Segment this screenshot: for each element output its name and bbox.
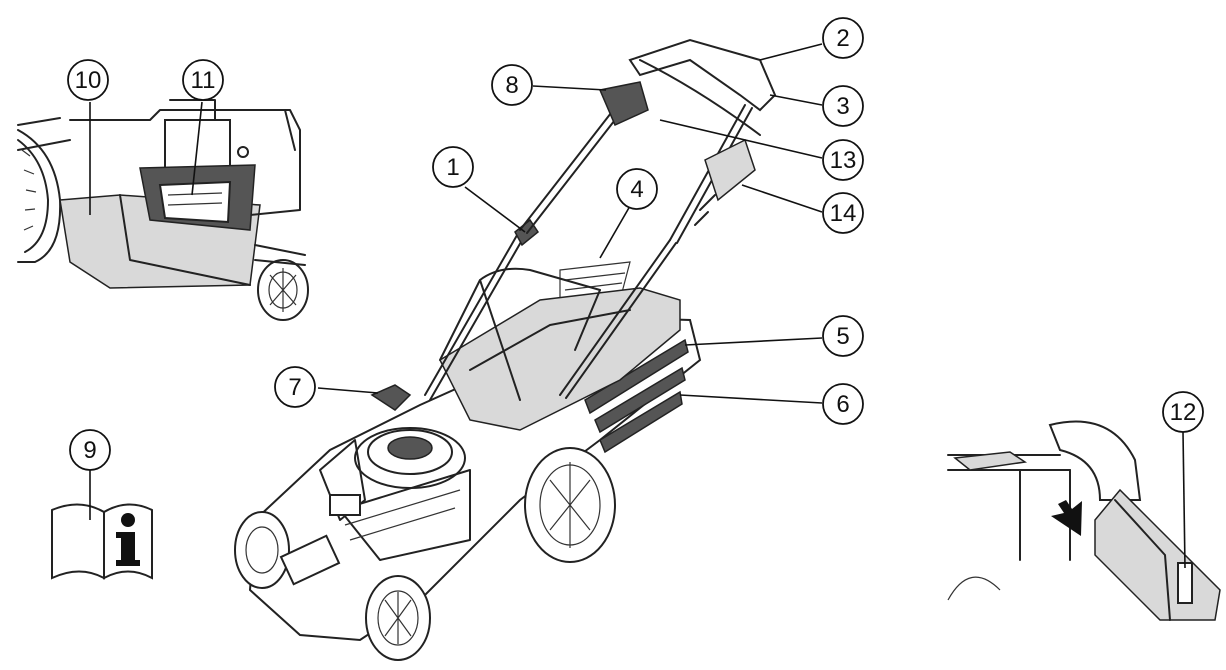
callout-14-label: 14 — [830, 200, 857, 227]
front-right-wheel — [366, 576, 430, 660]
callout-8: 8 — [492, 65, 532, 105]
callout-1: 1 — [433, 147, 473, 187]
drive-control — [705, 140, 755, 200]
grass-bag — [440, 288, 680, 430]
callout-10-label: 10 — [75, 67, 102, 94]
callout-13: 13 — [823, 140, 863, 180]
callout-11-label: 11 — [191, 67, 216, 94]
callout-6: 6 — [823, 384, 863, 424]
callout-4: 4 — [617, 169, 657, 209]
callout-5-label: 5 — [836, 323, 849, 350]
rear-wheel — [525, 448, 615, 562]
callout-3-label: 3 — [836, 93, 849, 120]
callout-13-label: 13 — [830, 147, 857, 174]
callout-9: 9 — [70, 430, 110, 470]
callout-12-label: 12 — [1170, 399, 1197, 426]
callout-7: 7 — [275, 367, 315, 407]
manual-info-icon — [52, 504, 152, 578]
callout-8-label: 8 — [505, 72, 518, 99]
callout-12: 12 — [1163, 392, 1203, 432]
callout-14: 14 — [823, 193, 863, 233]
inset-rear-wheel — [258, 260, 308, 320]
grass-catcher-detail-inset — [18, 100, 308, 320]
mulching-plug — [1095, 490, 1220, 620]
fuel-cap — [372, 385, 410, 410]
callout-5: 5 — [823, 316, 863, 356]
callout-3: 3 — [823, 86, 863, 126]
callout-7-label: 7 — [288, 374, 301, 401]
callout-11: 11 — [183, 60, 223, 100]
callout-1-label: 1 — [446, 154, 459, 181]
callout-4-label: 4 — [630, 176, 643, 203]
callout-9-label: 9 — [83, 437, 96, 464]
callout-2-label: 2 — [836, 25, 849, 52]
callout-10: 10 — [68, 60, 108, 100]
front-wheel — [235, 512, 289, 588]
handle-top-bar — [630, 40, 775, 110]
callout-2: 2 — [823, 18, 863, 58]
mulching-plug-detail-inset — [948, 422, 1220, 620]
callout-6-label: 6 — [836, 391, 849, 418]
lawn-mower-illustration — [235, 40, 775, 660]
